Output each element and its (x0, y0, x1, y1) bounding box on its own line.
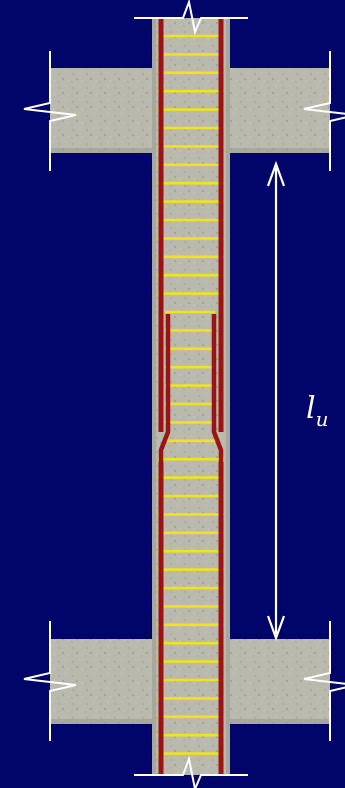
lap-splice (158, 314, 224, 462)
dimension-label-symbol: l (306, 391, 316, 426)
break-line-icon (303, 621, 345, 741)
tie-group (158, 34, 224, 755)
break-line-icon (23, 51, 77, 171)
dimension-arrow-icon (266, 160, 286, 187)
svg-text:lu: lu (306, 391, 329, 431)
column (152, 18, 230, 775)
dimension-label-subscript: u (316, 407, 329, 431)
break-line-icon (134, 0, 248, 36)
splice-bar-left (158, 314, 171, 462)
break-line-icon (303, 51, 345, 171)
height-dimension: lu (266, 160, 329, 642)
break-line-icon (134, 755, 248, 788)
longitudinal-bar-group (158, 18, 224, 775)
dimension-arrow-icon (266, 615, 286, 642)
splice-bar-right (211, 314, 224, 462)
break-line-group (23, 0, 345, 788)
break-line-icon (23, 621, 77, 741)
